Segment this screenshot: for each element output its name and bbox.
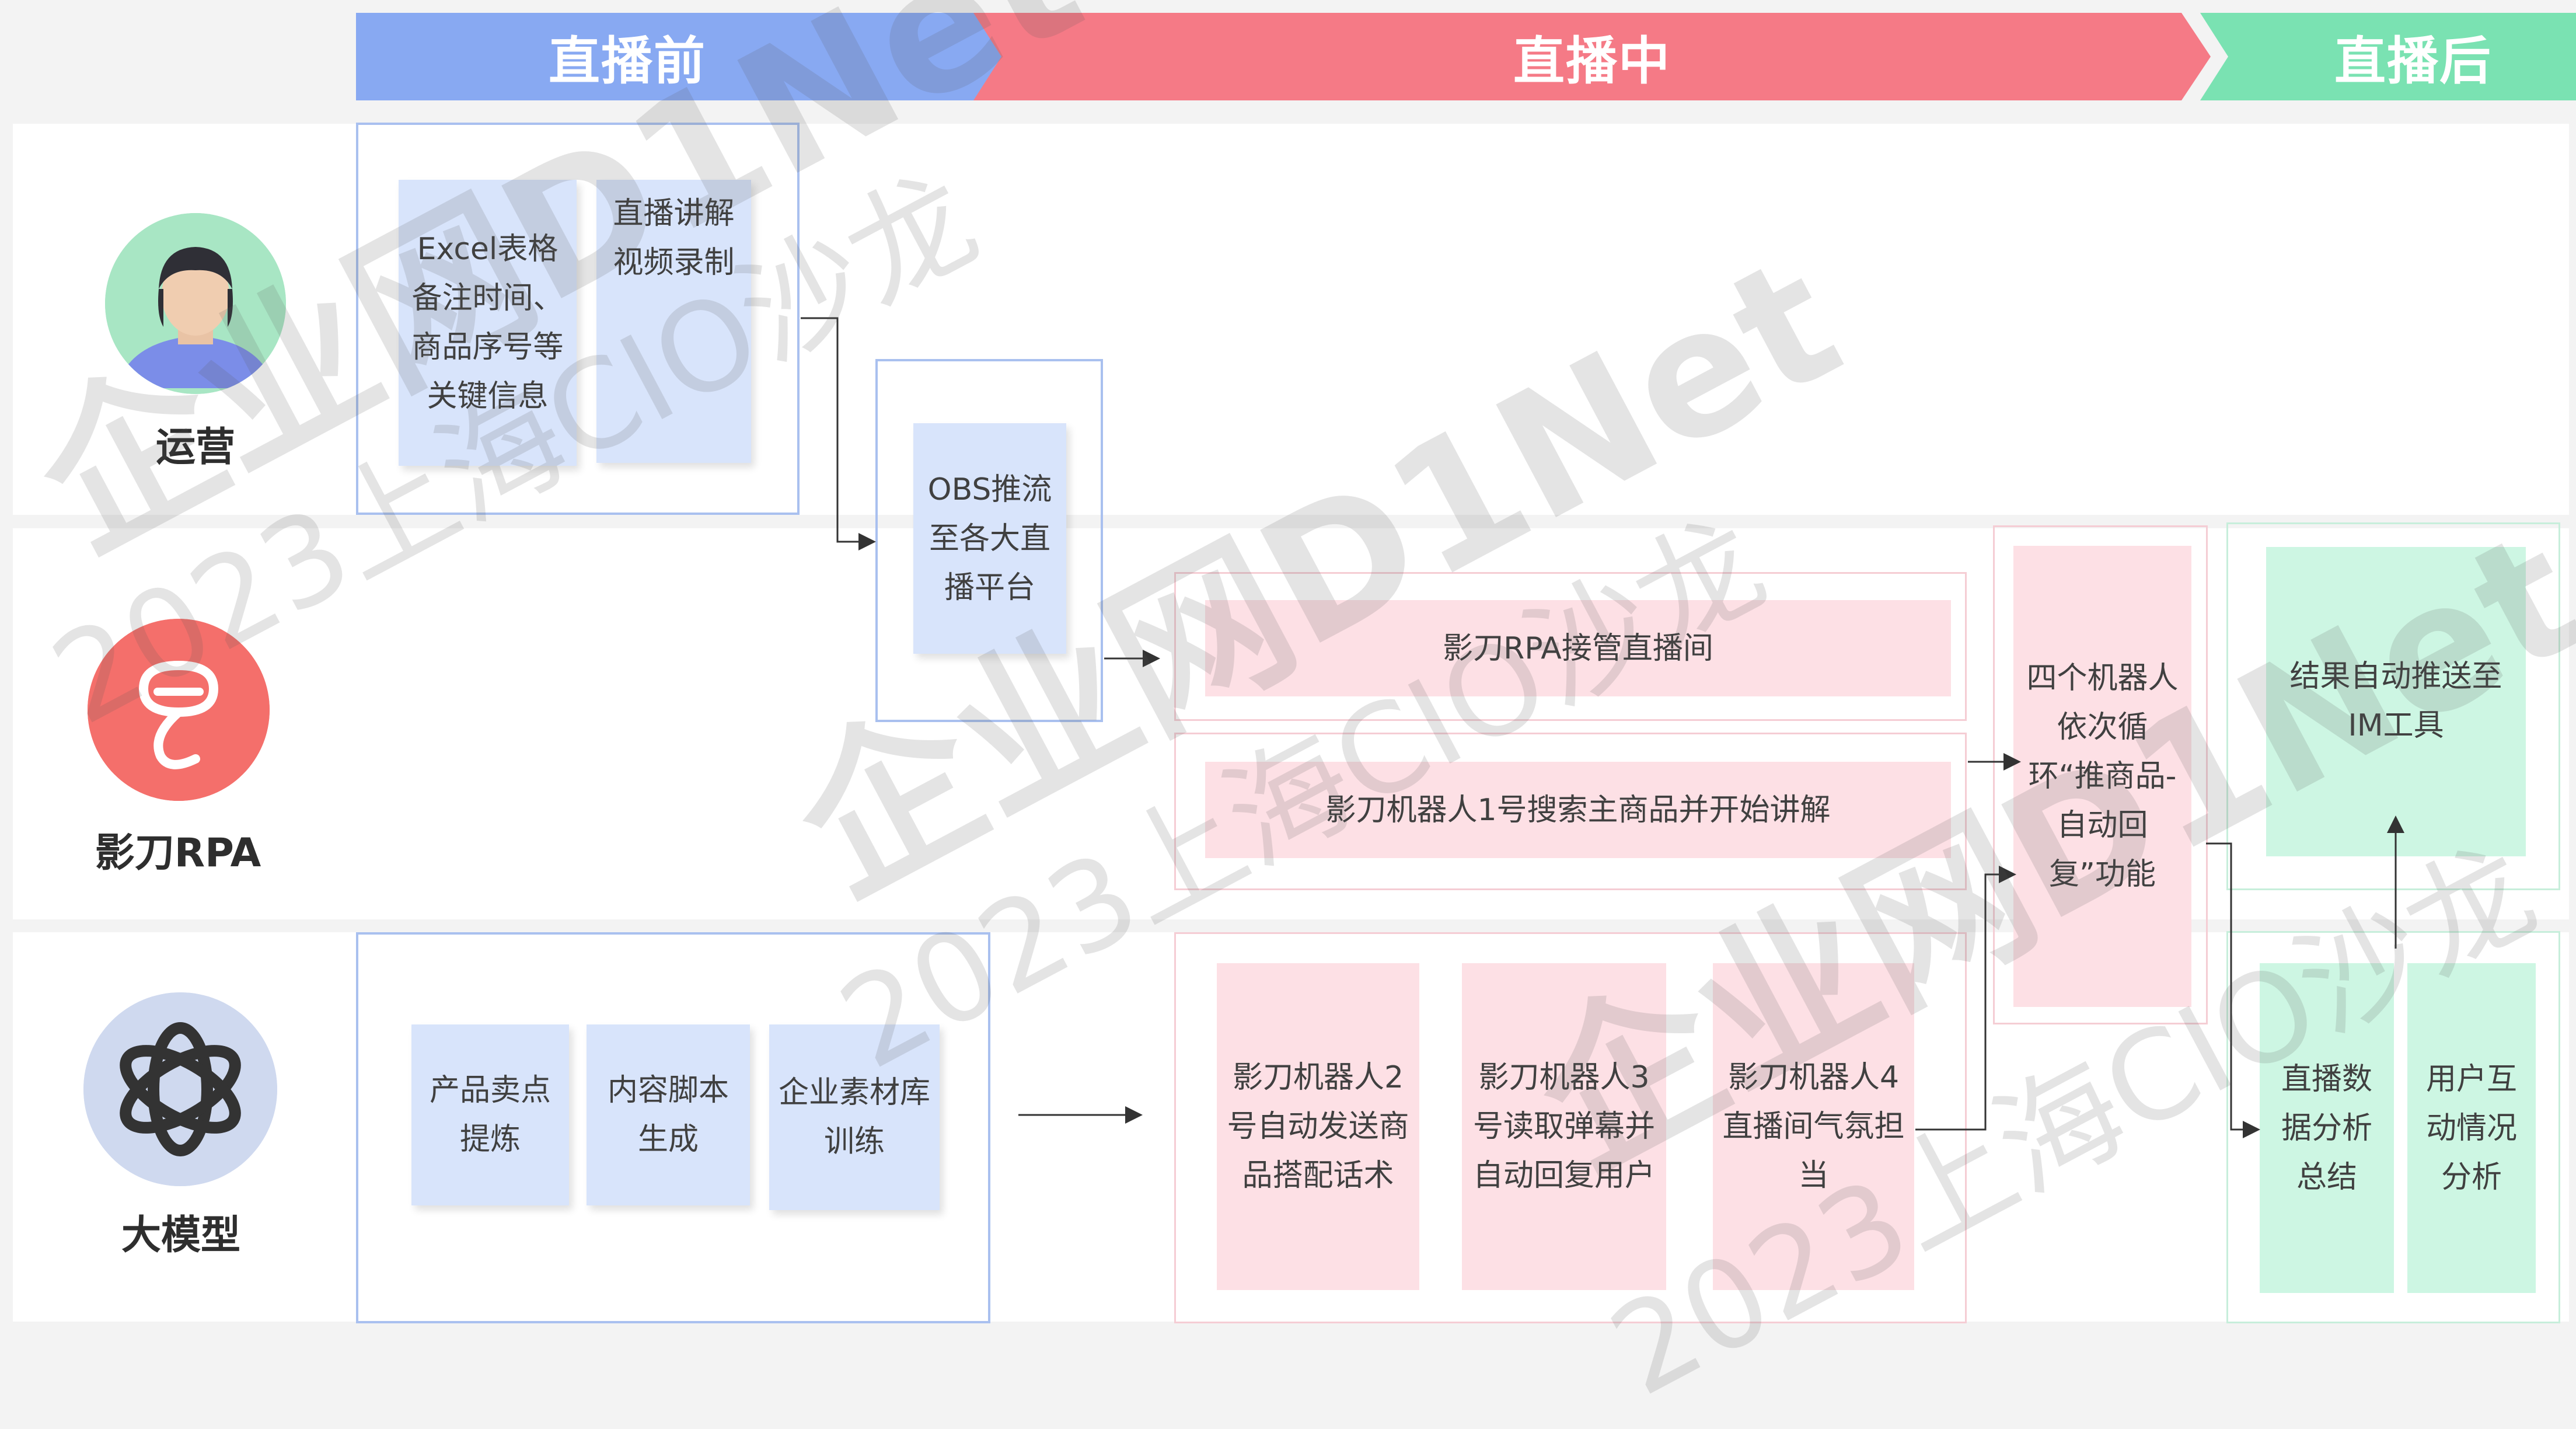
- four-robots-box: 四个机器人依次循环“推商品-自动回复”功能: [2013, 546, 2191, 1007]
- phase-post-header: 直播后: [2200, 13, 2576, 100]
- phase-post-label: 直播后: [2334, 30, 2492, 91]
- auto-push-im-box: 结果自动推送至IM工具: [2266, 547, 2526, 856]
- excel-notes-box: Excel表格备注时间、商品序号等关键信息: [399, 180, 577, 466]
- user-interaction-box: 用户互动情况分析: [2407, 963, 2536, 1293]
- robot1-frame: [1174, 733, 1967, 890]
- arrow-prep-to-obs: [801, 317, 876, 550]
- script-gen-box: 内容脚本生成: [587, 1024, 750, 1205]
- four-robots-frame: [1993, 525, 2208, 1024]
- connector-arrows: [801, 317, 2404, 1138]
- role-rpa-label: 影刀RPA: [95, 830, 261, 876]
- obs-frame: [875, 359, 1103, 722]
- robot4-box: 影刀机器人4直播间气氛担当: [1713, 963, 1914, 1290]
- product-points-box: 产品卖点提炼: [411, 1024, 569, 1205]
- im-push-frame: [2226, 522, 2560, 890]
- ops-prep-frame: [356, 123, 800, 515]
- ops-avatar-icon: [105, 213, 286, 394]
- robot2-box: 影刀机器人2号自动发送商品搭配话术: [1217, 963, 1419, 1290]
- phase-pre-label: 直播前: [548, 30, 706, 91]
- live-data-box: 直播数据分析总结: [2260, 963, 2394, 1293]
- obs-push-box: OBS推流至各大直播平台: [913, 423, 1066, 654]
- phase-live-header: 直播中: [973, 13, 2211, 100]
- arrow-robot4-to-four-robots: [1915, 866, 2016, 1131]
- rpa-logo-icon: [88, 619, 270, 801]
- video-record-box: 直播讲解视频录制: [596, 180, 751, 463]
- llm-logo-icon: [83, 992, 277, 1186]
- arrow-four-robots-to-analysis: [2206, 842, 2260, 1138]
- phase-pre-header: 直播前: [356, 13, 1004, 100]
- role-llm-label: 大模型: [121, 1212, 240, 1259]
- material-train-box: 企业素材库训练: [769, 1024, 940, 1210]
- phase-live-label: 直播中: [1513, 30, 1671, 91]
- robot1-box: 影刀机器人1号搜索主商品并开始讲解: [1205, 762, 1951, 858]
- robot3-box: 影刀机器人3号读取弹幕并自动回复用户: [1462, 963, 1666, 1290]
- rpa-takeover-frame: [1174, 572, 1967, 721]
- role-ops-label: 运营: [155, 424, 235, 470]
- rpa-takeover-box: 影刀RPA接管直播间: [1205, 600, 1951, 696]
